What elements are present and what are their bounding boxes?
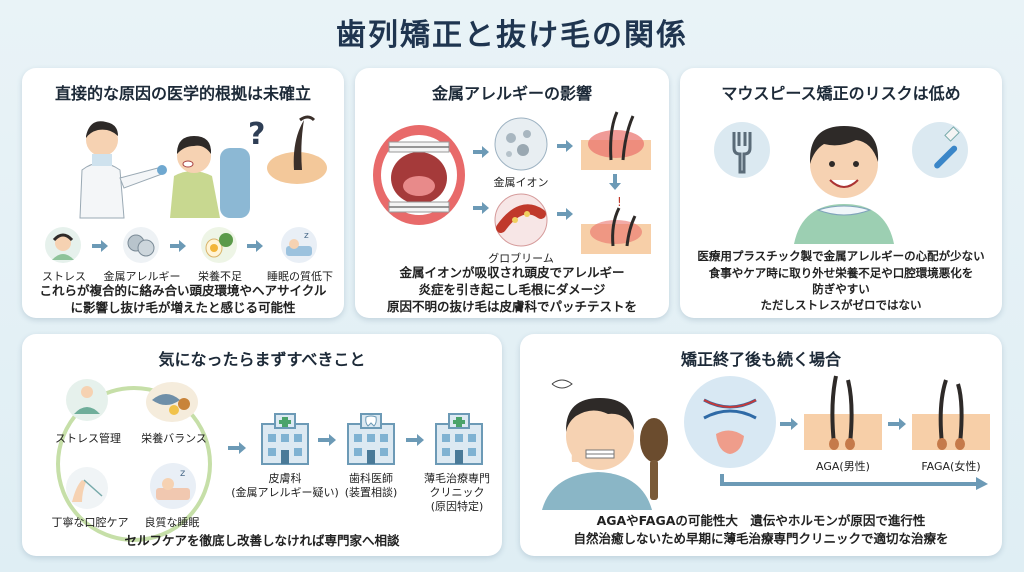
card-title: 矯正終了後も続く場合 [680, 350, 841, 369]
card-text-line: 食事やケア時に取り外せ栄養不足や口腔環境悪化を [708, 266, 974, 280]
card-text-line: 自然治癒しないため早期に薄毛治療専門クリニックで適切な治療を [573, 531, 949, 546]
card-first-steps: 気になったらまずすべきこと ストレス管理 栄養バランス 丁寧な口腔ケア z 良質… [22, 334, 502, 556]
selfcare-label-sleep: 良質な睡眠 [144, 516, 200, 529]
hair-follicle-question-icon: ? [248, 115, 327, 184]
card-text-line: に影響し抜け毛が増えたと感じる可能性 [70, 300, 296, 315]
clinic-note-dentist: (装置相談) [344, 486, 398, 499]
card-after-treatment: 矯正終了後も続く場合 AGA(男性) FAGA(女性) AGAやFAGAの可能性… [520, 334, 1002, 556]
label-globulin: グロブリーム [488, 252, 554, 265]
factor-label-stress: ストレス [42, 270, 86, 283]
dna-hormone-icon [684, 376, 776, 468]
clinic-name-hair-clinic: 薄毛治療専門 [424, 472, 490, 485]
metal-ion-icon [494, 117, 548, 171]
arrow-icon [888, 418, 906, 430]
arrow-icon [473, 146, 489, 158]
card-title: 金属アレルギーの影響 [431, 84, 592, 103]
arrow-icon [473, 202, 489, 214]
flossing-hand-icon [66, 467, 108, 509]
toothbrush-icon [912, 122, 968, 178]
selfcare-label-stress: ストレス管理 [55, 432, 121, 445]
arrow-icon [557, 208, 573, 220]
factor-label-sleep: 睡眠の質低下 [267, 270, 333, 283]
card-text-line: 炎症を引き起こし毛根にダメージ [418, 282, 606, 297]
sleep-icon: z [281, 227, 317, 263]
clinic-note-hair-clinic: クリニック [429, 486, 485, 499]
metal-ion-icon [123, 227, 159, 263]
arrow-icon [780, 418, 798, 430]
nutrition-food-icon [146, 382, 198, 422]
clinic-name-dentist: 歯科医師 [349, 472, 393, 485]
clinic-name-dermatology: 皮膚科 [268, 472, 302, 485]
card-text-line: AGAやFAGAの可能性大 遺伝やホルモンが原因で進行性 [596, 513, 926, 528]
hospital-building-icon [261, 413, 309, 465]
damaged-follicle-icon: ! [581, 195, 651, 254]
label-faga: FAGA(女性) [921, 460, 981, 473]
arrow-down-icon [609, 174, 621, 190]
page-title: 歯列矯正と抜け毛の関係 [336, 18, 688, 53]
card-text-line: これらが複合的に絡み合い頭皮環境やヘアサイクル [39, 283, 327, 298]
factor-label-nutrition: 栄養不足 [198, 270, 242, 283]
label-metal-ion: 金属イオン [493, 176, 549, 189]
svg-text:z: z [180, 468, 185, 479]
stress-icon [45, 227, 81, 263]
card-text-line: 原因不明の抜け毛は皮膚科でパッチテストを [386, 299, 637, 314]
card-text-line: 防ぎやすい [812, 282, 870, 296]
arrow-icon [406, 434, 424, 446]
arrow-icon [92, 240, 108, 252]
card-text-line: セルフケアを徹底し改善しなければ専門家へ相談 [124, 533, 400, 548]
card-title: 直接的な原因の医学的根拠は未確立 [54, 84, 311, 103]
card-no-medical-evidence: 直接的な原因の医学的根拠は未確立 ? [22, 68, 344, 318]
nutrition-food-icon [201, 227, 237, 263]
mouth-braces-illustration [373, 125, 465, 225]
meditation-icon [66, 379, 108, 421]
svg-text:z: z [304, 231, 309, 241]
card-mouthpiece-risk: マウスピース矯正のリスクは低め 医療用プラスチック製で金属アレルギーの心配が少な… [680, 68, 1002, 318]
label-aga: AGA(男性) [816, 460, 870, 473]
globulin-icon [494, 193, 548, 247]
hair-clinic-building-icon [435, 413, 483, 465]
svg-text:?: ? [248, 117, 265, 152]
sleep-icon: z [150, 463, 196, 509]
selfcare-label-nutrition: 栄養バランス [141, 432, 207, 445]
card-title: マウスピース矯正のリスクは低め [721, 84, 961, 103]
faga-follicle-icon [912, 379, 990, 450]
dental-clinic-building-icon [347, 413, 395, 465]
card-text-line: 医療用プラスチック製で金属アレルギーの心配が少ない [697, 249, 985, 263]
clinic-note2-hair-clinic: (原因特定) [430, 500, 484, 513]
arrow-icon [170, 240, 186, 252]
arrow-icon [247, 240, 263, 252]
fork-icon [714, 122, 770, 178]
dentist-patient-illustration [79, 121, 250, 219]
card-metal-allergy: 金属アレルギーの影響 金属イオン グロブリーム [355, 68, 669, 318]
selfcare-cycle-ring [56, 386, 212, 542]
clinic-note-dermatology: (金属アレルギー疑い) [231, 486, 339, 499]
smiling-boy-with-aligner [794, 126, 894, 244]
card-text-line: 金属イオンが吸収され頭皮でアレルギー [399, 265, 625, 280]
svg-text:!: ! [617, 195, 622, 209]
selfcare-label-oral-care: 丁寧な口腔ケア [51, 516, 129, 529]
arrow-icon [318, 434, 336, 446]
factor-label-metal-allergy: 金属アレルギー [103, 270, 181, 283]
aga-follicle-icon [804, 375, 882, 450]
inflamed-scalp-icon [581, 111, 651, 170]
progression-arrow [720, 474, 988, 490]
card-text-line: ただしストレスがゼロではない [760, 298, 922, 312]
card-title: 気になったらまずすべきこと [158, 350, 366, 369]
arrow-icon [228, 442, 246, 454]
worried-man-with-brush [542, 379, 668, 510]
arrow-icon [557, 140, 573, 152]
